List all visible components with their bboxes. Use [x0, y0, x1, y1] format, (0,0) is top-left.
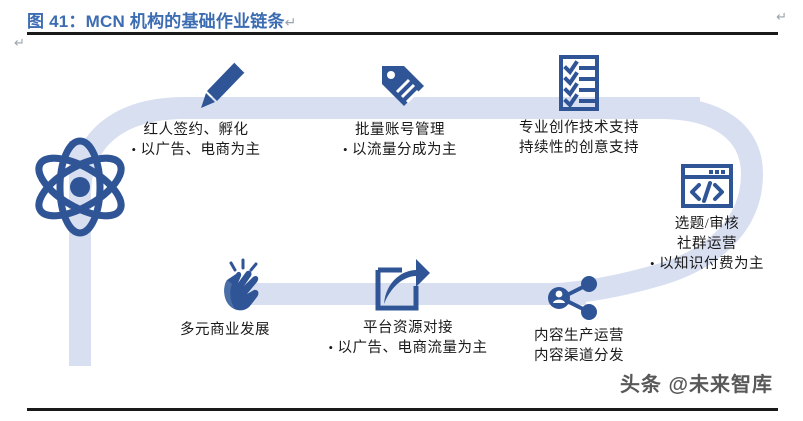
title-divider [27, 32, 778, 35]
flow-node-2[interactable]: 批量账号管理 以流量分成为主 [310, 60, 490, 160]
top-right-paragraph-mark-icon: ↵ [776, 10, 787, 25]
paragraph-mark-icon: ↵ [284, 15, 297, 31]
flow-node-7[interactable]: 多元商业发展 [140, 258, 310, 340]
flow-diagram: 红人签约、孵化 以广告、电商为主 批量账号管理 以流量分成为主 [0, 46, 803, 391]
flow-node-7-labels: 多元商业发展 [140, 320, 310, 340]
flow-ribbon-path [69, 97, 764, 366]
flow-node-1-line-2: 以广告、电商为主 [96, 140, 296, 160]
flow-node-4-line-1: 选题/审核 [674, 216, 740, 232]
flow-node-5-labels: 内容生产运营 内容渠道分发 [494, 326, 664, 366]
figure-title-text: 图 41：MCN 机构的基础作业链条 [27, 12, 285, 31]
flow-node-3-line-1: 专业创作技术支持 [519, 120, 639, 136]
flow-node-6-line-2: 以广告、电商流量为主 [300, 338, 516, 358]
flow-node-4[interactable]: 选题/审核 社群运营 以知识付费为主 [614, 162, 800, 274]
flow-node-4-line-3: 以知识付费为主 [614, 254, 800, 274]
flow-node-2-labels: 批量账号管理 以流量分成为主 [310, 120, 490, 160]
flow-node-1-labels: 红人签约、孵化 以广告、电商为主 [96, 120, 296, 160]
flow-node-6[interactable]: 平台资源对接 以广告、电商流量为主 [300, 256, 516, 358]
flow-node-3-labels: 专业创作技术支持 持续性的创意支持 [486, 118, 672, 158]
flow-node-4-labels: 选题/审核 社群运营 以知识付费为主 [614, 214, 800, 274]
left-paragraph-mark-icon: ↵ [14, 36, 25, 51]
flow-node-1[interactable]: 红人签约、孵化 以广告、电商为主 [96, 60, 296, 160]
flow-node-2-line-2: 以流量分成为主 [310, 140, 490, 160]
figure-header: 图 41：MCN 机构的基础作业链条↵ ↵ ↵ [0, 0, 803, 51]
flow-node-3-line-2: 持续性的创意支持 [519, 140, 639, 156]
flow-node-7-line-1: 多元商业发展 [180, 322, 270, 338]
footer-divider [27, 408, 778, 411]
flow-node-4-line-2: 社群运营 [677, 236, 737, 252]
flow-node-5-line-2: 内容渠道分发 [534, 348, 624, 364]
ribbon-top-segment [69, 97, 700, 197]
watermark: 头条 @未来智库 [619, 374, 773, 396]
code-window-icon [614, 162, 800, 210]
clapping-hands-icon [156, 258, 326, 316]
checklist-icon [486, 54, 672, 114]
share-network-icon [488, 274, 658, 322]
flow-node-5-line-1: 内容生产运营 [534, 328, 624, 344]
flow-node-6-labels: 平台资源对接 以广告、电商流量为主 [300, 318, 516, 358]
ribbon-right-curve [558, 97, 764, 305]
flow-node-5[interactable]: 内容生产运营 内容渠道分发 [494, 274, 664, 366]
flow-node-3[interactable]: 专业创作技术支持 持续性的创意支持 [486, 54, 672, 158]
share-export-icon [294, 256, 510, 314]
flow-node-6-line-1: 平台资源对接 [363, 320, 453, 336]
pencil-icon [122, 60, 322, 116]
flow-node-1-line-1: 红人签约、孵化 [143, 122, 249, 138]
page-title: 图 41：MCN 机构的基础作业链条↵ [27, 7, 297, 32]
atom-icon [20, 127, 140, 247]
tag-icon [312, 60, 492, 116]
flow-node-2-line-1: 批量账号管理 [355, 122, 445, 138]
